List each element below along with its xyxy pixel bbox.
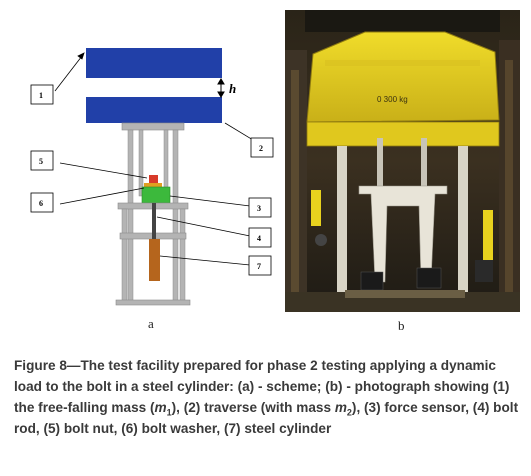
label-7: 7 [257, 262, 261, 271]
label-6: 6 [39, 199, 43, 208]
yellow-traverse [306, 121, 500, 147]
label-box-3 [248, 197, 272, 218]
panel-label-a: a [148, 316, 154, 331]
figure-panels: h [30, 10, 520, 333]
facility-photograph: 0 300 kg [285, 10, 520, 312]
label-box-1 [30, 84, 54, 105]
label-box-2 [250, 137, 274, 158]
mass-marking: 0 300 kg [377, 95, 408, 104]
guide-rod [172, 129, 179, 303]
frame-post [121, 208, 128, 303]
guide-rod [138, 129, 144, 197]
height-arrow [217, 78, 225, 98]
free-falling-mass [86, 48, 222, 78]
label-3: 3 [257, 204, 261, 213]
scheme-diagram: h [30, 48, 274, 306]
guide-rod [163, 129, 169, 197]
label-1: 1 [39, 91, 43, 100]
label-box-7 [248, 255, 272, 276]
bolt-washer [144, 183, 162, 187]
guide-rod [127, 129, 134, 303]
panel-label-b: b [398, 318, 405, 333]
steel-cylinder [149, 239, 160, 281]
label-5: 5 [39, 157, 43, 166]
bolt-rod [152, 203, 156, 239]
label-box-5 [30, 150, 54, 171]
yellow-falling-mass [306, 31, 500, 123]
height-label: h [229, 81, 236, 96]
top-plate [121, 122, 185, 131]
label-box-6 [30, 192, 54, 213]
figure-caption: Figure 8—The test facility prepared for … [14, 358, 519, 436]
force-sensor [141, 186, 171, 204]
traverse [86, 97, 222, 123]
white-test-frame [358, 185, 448, 283]
label-2: 2 [259, 144, 263, 153]
label-4: 4 [257, 234, 261, 243]
frame-base-plate [115, 299, 191, 306]
label-box-4 [248, 227, 272, 248]
bolt-nut [149, 175, 158, 183]
